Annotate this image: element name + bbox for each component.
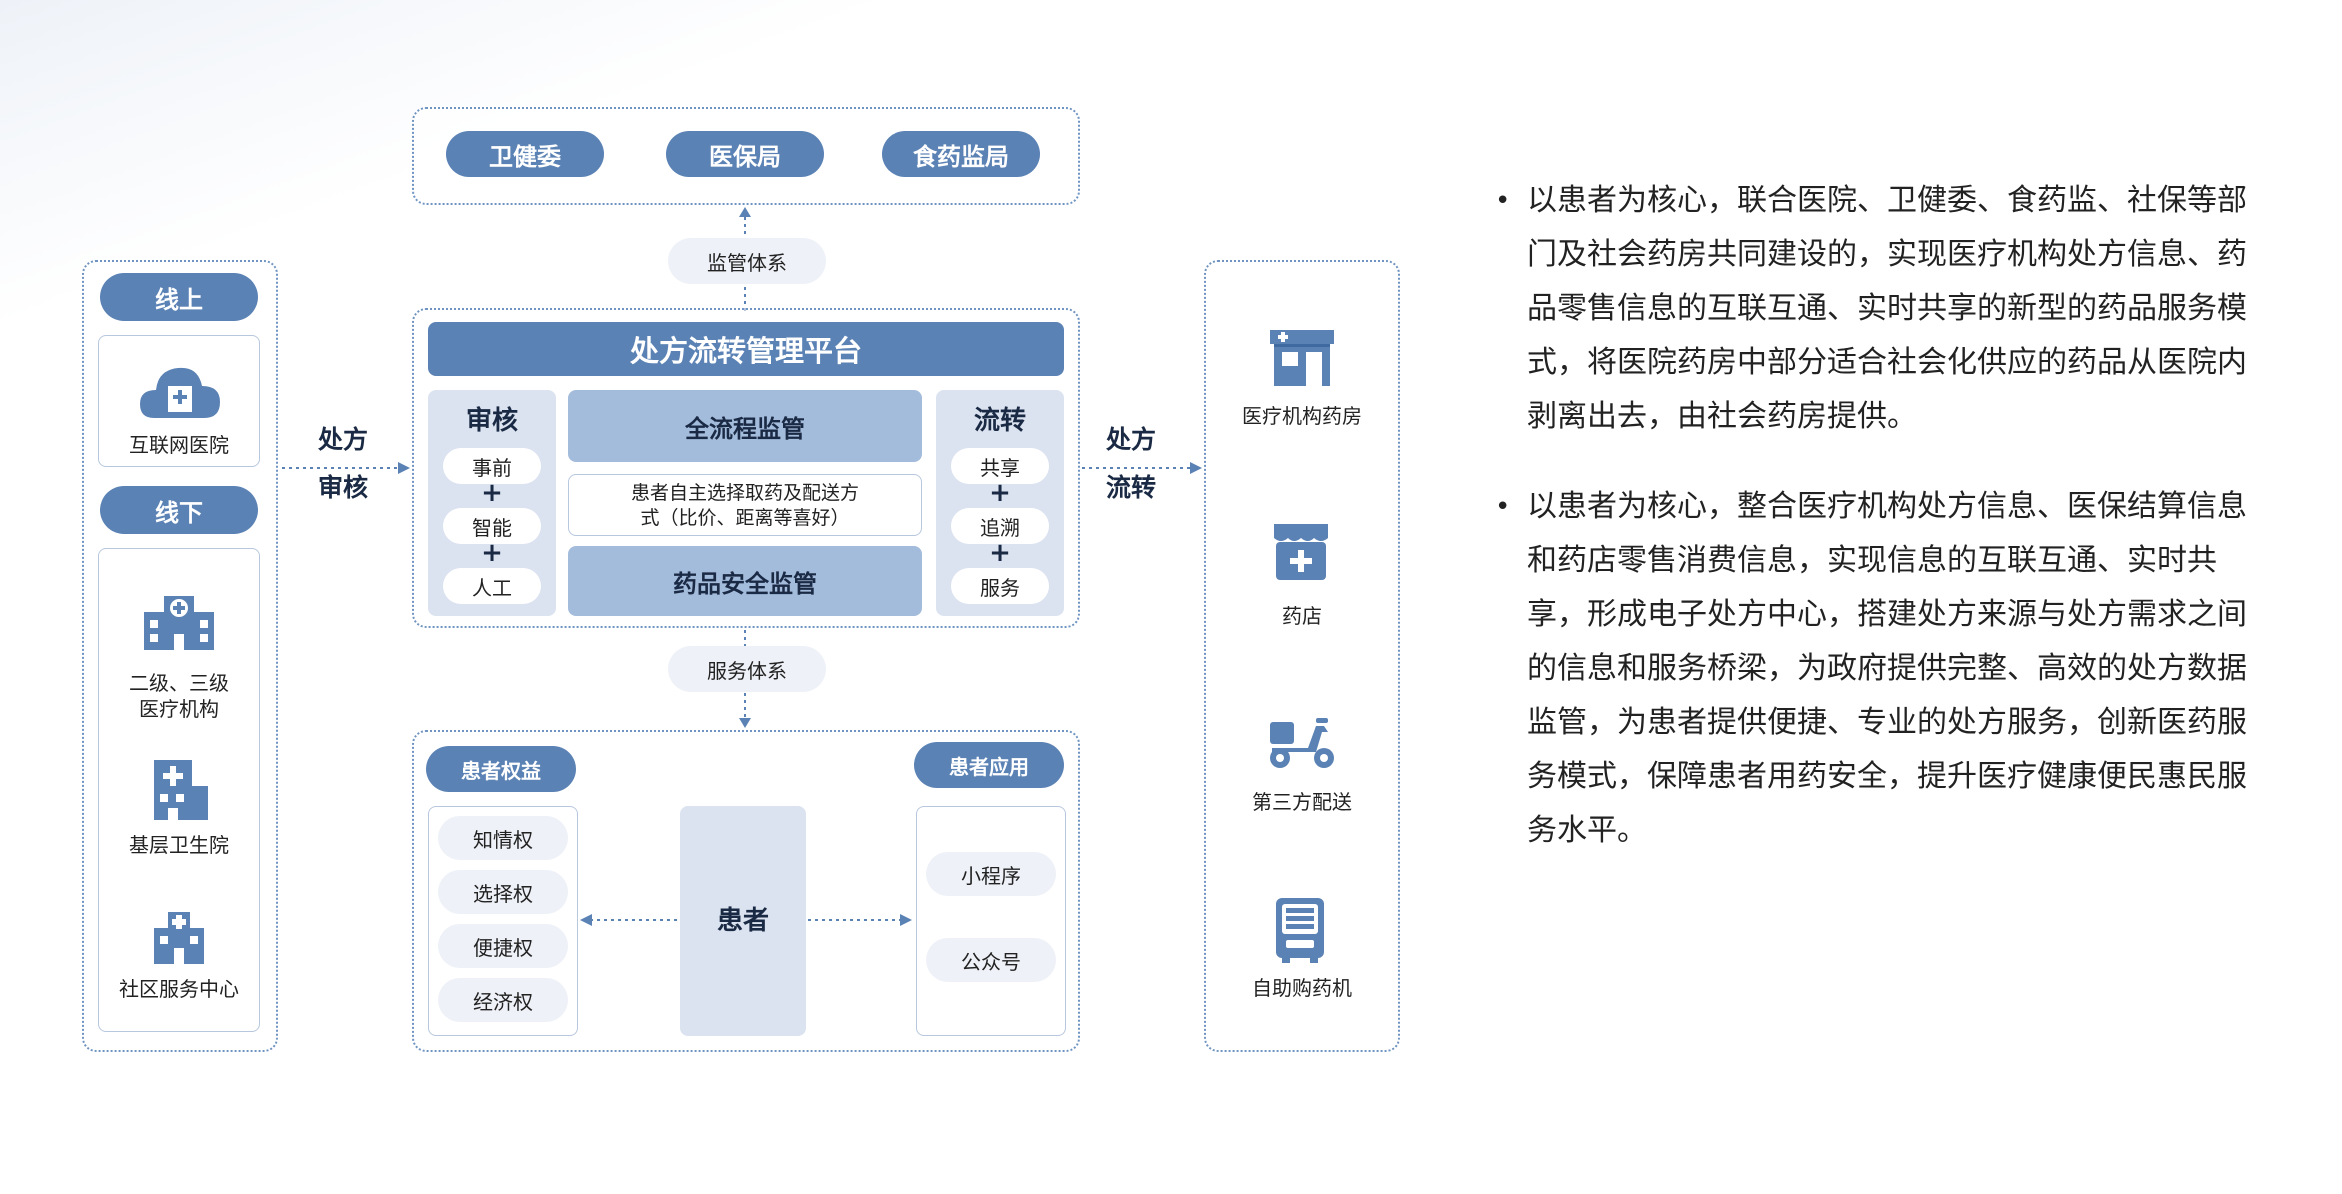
hospital-building-icon	[144, 596, 214, 650]
right-choice: 选择权	[438, 870, 568, 914]
hospital-cloud-icon	[140, 367, 220, 418]
drug-safety-supervision: 药品安全监管	[568, 546, 922, 616]
prescription-flow-arrow	[1082, 462, 1202, 474]
right-convenience: 便捷权	[438, 924, 568, 968]
scooter-icon	[1270, 718, 1334, 768]
patient-apps-title: 患者应用	[914, 742, 1064, 788]
app-official-account: 公众号	[926, 938, 1056, 982]
audit-item-pre: 事前	[443, 448, 541, 484]
offline-title: 线下	[100, 486, 258, 534]
audit-plus-2: +	[481, 538, 503, 568]
online-item-internet-hospital: 互联网医院	[129, 432, 229, 457]
arrow-left-label-line1: 处方	[317, 425, 368, 454]
pharmacy-icon	[1270, 330, 1334, 386]
bullet-1: 以患者为核心，联合医院、卫健委、食药监、社保等部门及社会药房共同建设的，实现医疗…	[1495, 174, 2255, 444]
arrow-left-label-line2: 审核	[317, 473, 368, 502]
patient-apps-panel	[916, 806, 1066, 1036]
community-center-icon	[154, 912, 204, 964]
arrow-right-label-line2: 流转	[1105, 473, 1156, 502]
flow-item-trace: 追溯	[951, 508, 1049, 544]
self-select-line2: 式（比价、距离等喜好）	[640, 506, 850, 529]
right-informed: 知情权	[438, 816, 568, 860]
flow-title: 流转	[973, 405, 1026, 436]
clinic-icon	[154, 760, 208, 820]
audit-item-manual: 人工	[443, 568, 541, 604]
service-label: 服务体系	[668, 646, 826, 692]
patient-to-rights-arrow	[580, 914, 678, 926]
dest-third-party-delivery: 第三方配送	[1252, 790, 1352, 814]
prescription-audit-arrow	[282, 462, 410, 474]
self-select-box	[568, 474, 922, 536]
online-title: 线上	[100, 273, 258, 321]
store-icon	[1274, 524, 1328, 580]
description-bullets: 以患者为核心，联合医院、卫健委、食药监、社保等部门及社会药房共同建设的，实现医疗…	[1495, 174, 2255, 894]
patient-to-apps-arrow	[808, 914, 912, 926]
flow-item-service: 服务	[951, 568, 1049, 604]
offline-item-community-center: 社区服务中心	[119, 976, 239, 1001]
flow-item-share: 共享	[951, 448, 1049, 484]
offline-item-township-clinic: 基层卫生院	[129, 832, 229, 857]
offline-item-level2-3-line1: 二级、三级	[129, 670, 229, 695]
flow-plus-1: +	[989, 478, 1011, 508]
patient-block	[680, 806, 806, 1036]
app-mini-program: 小程序	[926, 852, 1056, 896]
regulator-weijianwei: 卫健委	[446, 131, 604, 177]
dest-drugstore: 药店	[1282, 604, 1322, 628]
audit-title: 审核	[465, 405, 518, 436]
patient-label: 患者	[716, 905, 769, 936]
dest-self-service-kiosk: 自助购药机	[1252, 976, 1352, 1000]
audit-item-smart: 智能	[443, 508, 541, 544]
supervision-label: 监管体系	[668, 238, 826, 284]
right-economic: 经济权	[438, 978, 568, 1022]
flow-plus-2: +	[989, 538, 1011, 568]
platform-title: 处方流转管理平台	[428, 322, 1064, 376]
vending-machine-icon	[1276, 898, 1324, 963]
self-select-line1: 患者自主选择取药及配送方	[630, 481, 859, 504]
full-process-supervision: 全流程监管	[568, 390, 922, 462]
dest-hospital-pharmacy: 医疗机构药房	[1242, 404, 1362, 428]
patient-rights-title: 患者权益	[426, 746, 576, 792]
regulator-yibaoju: 医保局	[666, 131, 824, 177]
arrow-right-label-line1: 处方	[1105, 425, 1156, 454]
bullet-2: 以患者为核心，整合医疗机构处方信息、医保结算信息和药店零售消费信息，实现信息的互…	[1495, 480, 2255, 858]
offline-item-level2-3-line2: 医疗机构	[139, 696, 219, 721]
audit-plus-1: +	[481, 478, 503, 508]
regulator-shiyaojianju: 食药监局	[882, 131, 1040, 177]
